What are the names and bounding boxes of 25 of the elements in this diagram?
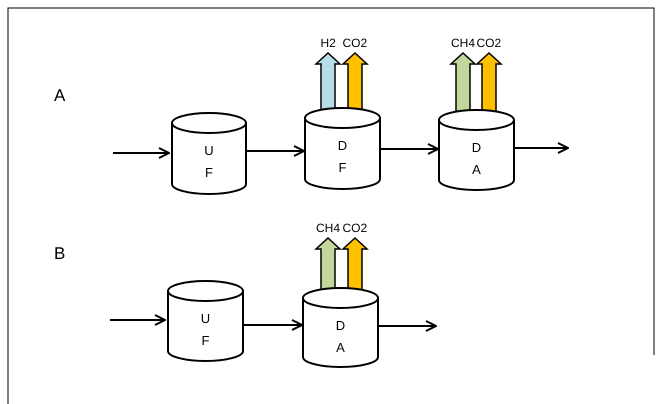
flow-arrow	[381, 143, 439, 155]
row-label: B	[54, 244, 66, 264]
tank-label: D A	[334, 317, 346, 357]
tank-cylinder	[171, 112, 247, 195]
gas-label: CO2	[342, 36, 368, 50]
flow-arrow	[110, 314, 166, 326]
tank-cylinder	[304, 107, 381, 190]
gas-label: H2	[320, 36, 336, 50]
gas-label: CO2	[476, 36, 502, 50]
tank-cylinder	[302, 287, 379, 368]
flow-arrow	[515, 142, 569, 154]
flow-arrow	[244, 319, 303, 331]
gas-label: CO2	[342, 221, 368, 235]
tank-label: D A	[470, 139, 482, 179]
tank-cylinder	[438, 109, 515, 191]
row-label: A	[54, 86, 66, 106]
flow-arrow	[113, 147, 170, 159]
tank-label: U F	[200, 310, 212, 350]
tank-label: D F	[336, 137, 348, 177]
gas-label: CH4	[316, 221, 340, 235]
gas-label: CH4	[451, 36, 476, 50]
flow-arrow	[379, 320, 437, 332]
tank-label: U F	[203, 142, 215, 182]
tank-cylinder	[167, 280, 244, 362]
flow-arrow	[247, 145, 305, 157]
